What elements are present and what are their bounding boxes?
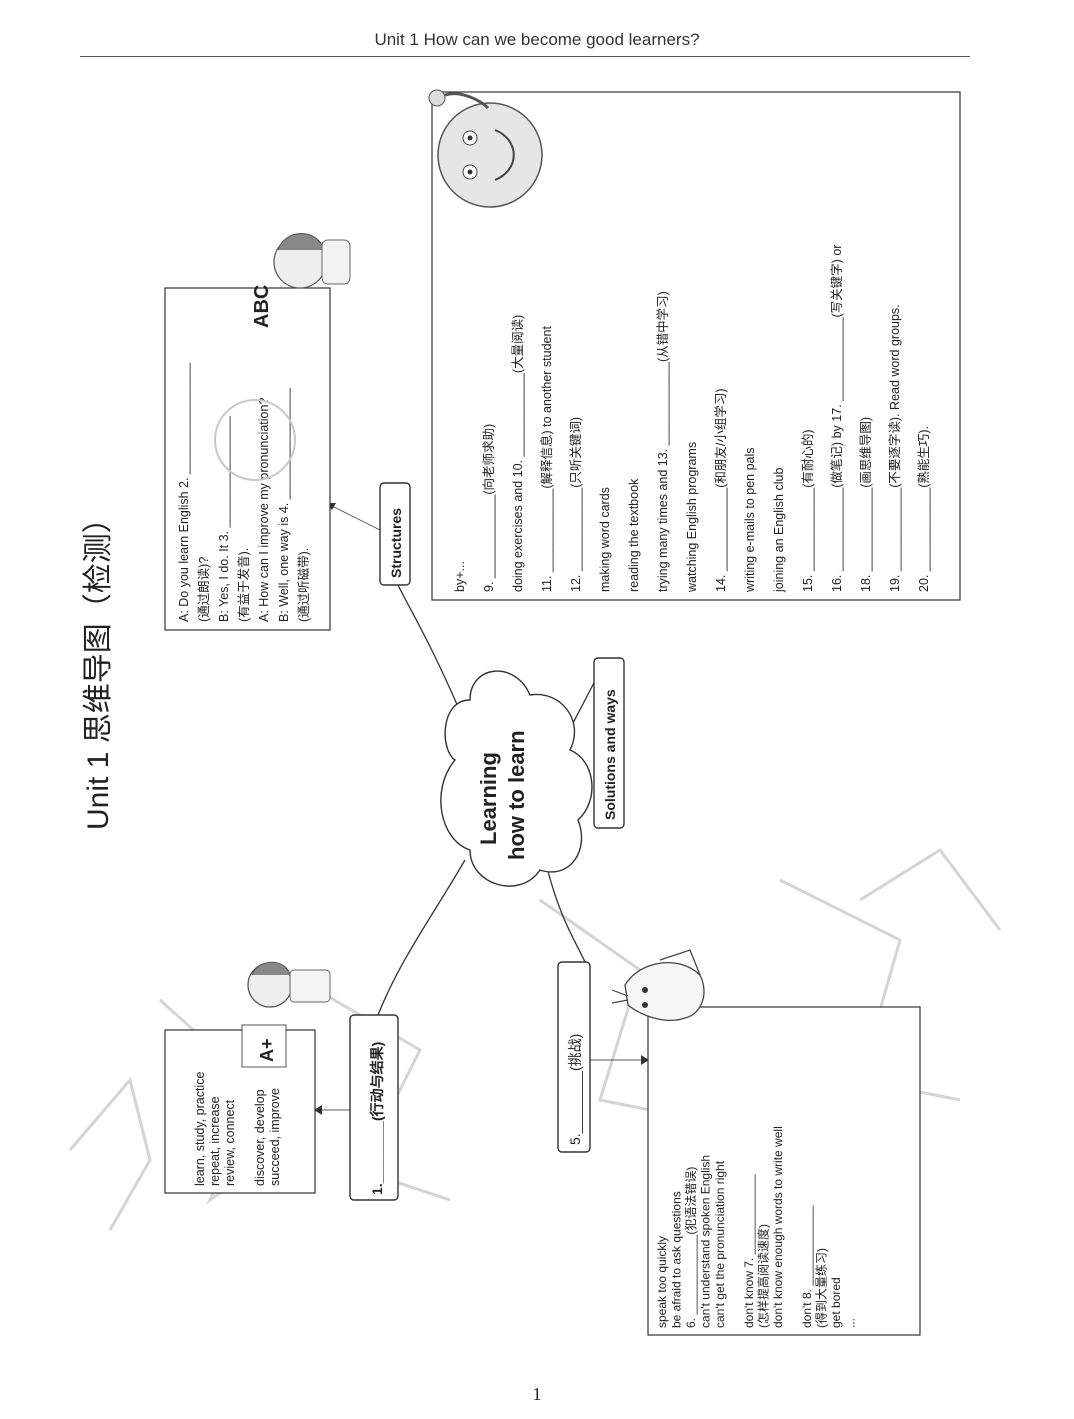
structures-line: (有益于发音). <box>236 548 251 622</box>
branch-actions-label: 1.________(行动与结果) <box>369 1042 385 1195</box>
challenges-line: don't know enough words to write well <box>771 1126 785 1328</box>
challenges-line: get bored <box>829 1277 843 1328</box>
solutions-line: 14. ____________(和朋友/小组学习) <box>713 388 728 592</box>
solutions-line: 20. ____________(熟能生巧). <box>916 426 931 592</box>
actions-line: review, connect <box>223 1099 237 1186</box>
structures-line: A: How can I improve my pronunciation? <box>257 398 271 622</box>
challenges-line: can't get the pronunciation right <box>713 1160 727 1328</box>
header-rule <box>80 56 970 57</box>
abc-letters: ABC <box>251 285 273 328</box>
structures-line: (通过朗读)? <box>197 557 211 622</box>
solutions-line: joining an English club <box>772 468 786 593</box>
branch-challenges-label: 5.________(挑战) <box>567 1034 583 1145</box>
challenges-line: don't 8. ____________ <box>800 1205 814 1328</box>
solutions-line: 12. ____________(只听关键词) <box>569 417 583 592</box>
solutions-line: by+... <box>453 561 467 592</box>
solutions-line: 16. ____________(做笔记) by 17. ___________… <box>829 245 844 592</box>
grade-badge: A+ <box>257 1038 277 1062</box>
structures-lines: A: Do you learn English 2. _____________… <box>177 362 311 622</box>
branch-structures-label: Structures <box>388 508 404 578</box>
structures-box: A: Do you learn English 2. _____________… <box>164 287 331 631</box>
solutions-line: making word cards <box>598 487 612 592</box>
solutions-line: 11. ____________(解释信息) to another studen… <box>539 326 554 592</box>
stamp-mark <box>214 399 296 481</box>
branch-challenges: 5.________(挑战) <box>557 961 591 1153</box>
actions-line: succeed, improve <box>268 1088 282 1186</box>
challenges-line: don't know 7. ____________ <box>742 1174 756 1328</box>
girl-character-icon: ABC <box>251 233 351 328</box>
actions-line: discover, develop <box>253 1089 267 1186</box>
challenges-line: can't understand spoken English <box>699 1155 713 1328</box>
running-header: Unit 1 How can we become good learners? <box>374 30 700 49</box>
structures-line: A: Do you learn English 2. _____________… <box>177 362 191 622</box>
challenges-line: (怎样提高阅读速度) <box>756 1224 771 1328</box>
page-title: Unit 1 思维导图（检测） <box>82 503 115 830</box>
structures-line: (通过听磁带). <box>296 548 311 622</box>
connector-challenges <box>544 859 586 963</box>
center-topic-line2: how to learn <box>504 730 529 860</box>
branch-structures: Structures <box>379 482 411 586</box>
arrow-structures <box>329 504 381 531</box>
branch-solutions-label: Solutions and ways <box>602 689 618 820</box>
dog-character-icon <box>611 949 705 1021</box>
center-topic-line1: Learning <box>476 752 501 845</box>
challenges-line: 6. ____________(犯语法错误) <box>684 1167 698 1328</box>
challenges-line: (得到大量练习) <box>814 1248 829 1328</box>
solutions-line: 15. ____________(有耐心的) <box>800 429 815 592</box>
solutions-line: 18. ____________(画思维导图) <box>859 417 873 592</box>
branch-solutions: Solutions and ways <box>593 657 625 829</box>
solutions-line: writing e-mails to pen pals <box>743 447 757 593</box>
center-topic: Learning how to learn <box>440 670 593 887</box>
lightbulb-character-icon <box>428 89 543 208</box>
challenges-line: be afraid to ask questions <box>670 1191 684 1328</box>
solutions-line: reading the textbook <box>627 478 641 592</box>
challenges-line: ... <box>844 1318 858 1328</box>
solutions-line: 9. ____________(向老师求助) <box>481 424 496 592</box>
branch-actions: 1.________(行动与结果) <box>349 1014 399 1201</box>
solutions-line: doing exercises and 10. ____________(大量阅… <box>511 315 525 592</box>
page-number: 1 <box>532 1384 542 1404</box>
arrowhead-actions <box>314 1105 322 1115</box>
solutions-line: watching English programs <box>685 442 699 593</box>
connector-actions <box>377 859 466 1016</box>
solutions-line: trying many times and 13. ____________(从… <box>655 291 670 592</box>
actions-line: learn, study, practice <box>193 1072 207 1186</box>
boy-character-icon: A+ <box>241 961 331 1068</box>
arrowhead-challenges <box>641 1055 649 1065</box>
solutions-line: 19. ____________(不要逐字读). Read word group… <box>887 304 902 592</box>
structures-line: B: Well, one way is 4. ________________ <box>277 387 291 622</box>
challenges-line: speak too quickly <box>655 1236 669 1328</box>
structures-line: B: Yes, I do. It 3. ________________ <box>217 415 231 622</box>
actions-line: repeat, increase <box>208 1096 222 1186</box>
solutions-lines: by+... 9. ____________(向老师求助) doing exerci… <box>453 245 931 593</box>
connector-structures <box>397 584 469 731</box>
